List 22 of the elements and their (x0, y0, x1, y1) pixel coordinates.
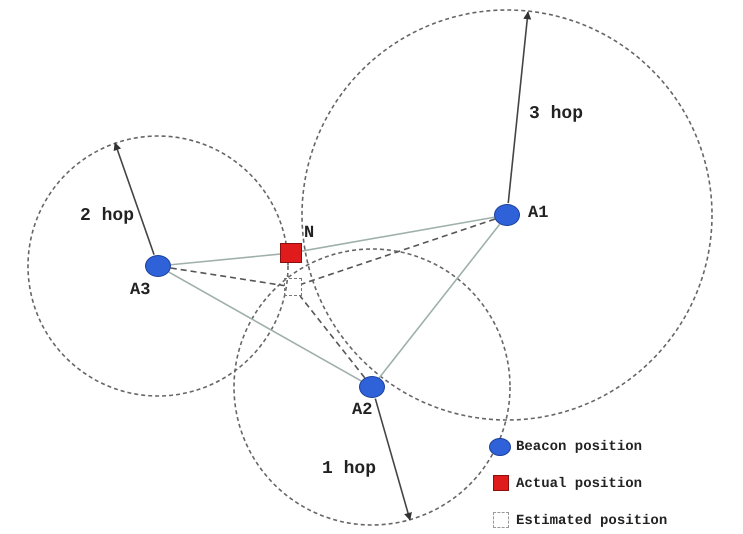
position-square (280, 243, 302, 263)
estimated-position-marker (284, 278, 302, 296)
hop-count-label: 2 hop (80, 207, 134, 225)
beacon-dot (494, 204, 520, 226)
legend-label: Actual position (516, 477, 642, 491)
node-label: A1 (528, 205, 548, 222)
dashed-line (170, 267, 284, 286)
legend-label: Beacon position (516, 440, 642, 454)
beacon-dot (359, 376, 385, 398)
connecting-line (170, 253, 280, 266)
hop-count-label: 1 hop (322, 460, 376, 478)
node-label: A2 (352, 402, 372, 419)
legend-label: Estimated position (516, 514, 668, 528)
node-label: A3 (130, 282, 150, 299)
connecting-line (378, 224, 500, 378)
beacon-dot (145, 255, 171, 277)
hop-count-label: 3 hop (529, 105, 584, 123)
connecting-line (302, 216, 494, 252)
dashed-line (299, 296, 366, 378)
connecting-line (168, 271, 362, 382)
node-label: N (304, 225, 314, 242)
dashed-line (302, 218, 496, 285)
